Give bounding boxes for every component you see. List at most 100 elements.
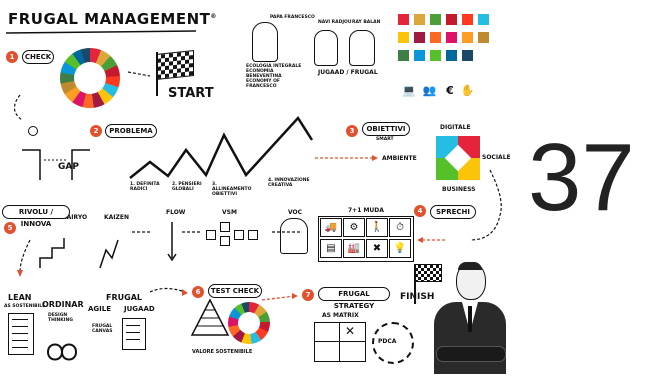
start-label: START [168, 86, 214, 101]
pyramid-icon [192, 300, 228, 336]
step-1-badge: 1 [6, 51, 18, 63]
sdg-tile [478, 14, 489, 25]
voc-figures [280, 218, 308, 254]
muda-grid: 🚚 ⚙ 🚶 ⏱ ▤ 🏭 ✖ 💡 [318, 216, 414, 262]
obiettivi-pill: OBIETTIVI [362, 122, 410, 136]
sdg-tile [398, 32, 409, 43]
sdg-wheel-small-icon [228, 302, 270, 344]
sdg-tile [398, 14, 409, 25]
kaizen-label: KAIZEN [104, 214, 129, 221]
test-check-pill: TEST CHECK [208, 284, 262, 298]
hand-icon: ✋ [460, 84, 475, 97]
bulb-icon: 💡 [389, 239, 411, 258]
flow-label: FLOW [166, 209, 186, 216]
cross-mark-icon: ✕ [345, 324, 356, 338]
sdg-tile [414, 32, 425, 43]
people-icon: 👥 [422, 84, 437, 97]
sdg-tile [430, 50, 441, 61]
muda-label: 7+1 MUDA [348, 207, 384, 214]
person3-label: RAY BALAN [352, 20, 381, 25]
finish-label: FINISH [400, 292, 435, 302]
page-title: FRUGAL MANAGEMENT® [8, 10, 217, 28]
cycle-icon [372, 322, 414, 364]
mountain-label-2: 2. PENSIERI GLOBALI [172, 182, 202, 192]
ambiente-label: AMBIENTE [382, 155, 417, 162]
sdg-tile [398, 50, 409, 61]
sdg-tile [462, 50, 473, 61]
portrait-3 [349, 30, 375, 66]
sdg-tile [462, 32, 473, 43]
portrait-1 [252, 22, 278, 62]
sdg-grid [398, 14, 494, 72]
canvas-sheet-icon [122, 318, 146, 350]
person2-label: NAVI RADJOU [318, 20, 352, 25]
checkered-flag-icon [156, 50, 194, 80]
problema-pill: PROBLEMA [105, 124, 157, 138]
person1-label: PAPA FRANCESCO [270, 15, 315, 20]
frugal-label: FRUGAL [106, 293, 142, 302]
laptop-icon: 💻 [402, 84, 416, 97]
sdg-tile [430, 32, 441, 43]
valore-label: VALORE SOSTENIBILE [192, 349, 253, 355]
wheel-icon [60, 48, 120, 108]
ordinar-label: ORDINAR [42, 300, 84, 309]
euro-icon: € [446, 84, 454, 97]
infinity-icon [48, 342, 76, 362]
lean-sub-label: AS SOSTENIBILE [4, 304, 46, 309]
lean-document-icon [8, 313, 34, 355]
lean-label: LEAN [8, 293, 32, 302]
portrait-2 [314, 30, 338, 66]
walk-icon: 🚶 [366, 218, 388, 237]
factory-icon: 🏭 [343, 239, 365, 258]
climber-figure [28, 126, 38, 136]
sdg-tile [478, 32, 489, 43]
step-4-badge: 4 [414, 205, 426, 217]
vsm-diagram [206, 220, 262, 250]
check-pill: CHECK [22, 50, 54, 64]
clock-icon: ⏱ [389, 218, 411, 237]
businessman-figure [430, 260, 510, 374]
sdg-tile [446, 32, 457, 43]
step-2-badge: 2 [90, 125, 102, 137]
truck-icon: 🚚 [320, 218, 342, 237]
step-7-badge: 7 [302, 289, 314, 301]
vsm-label: VSM [222, 209, 237, 216]
voc-label: VOC [288, 209, 303, 216]
step-6-badge: 6 [192, 286, 204, 298]
business-label: BUSINESS [442, 186, 476, 193]
mountain-label-1: 1. DEFINITA RADICI [130, 182, 160, 192]
defect-icon: ✖ [366, 239, 388, 258]
step-5-badge: 5 [4, 222, 16, 234]
design-thinking-label: DESIGN THINKING [48, 313, 73, 323]
sdg-tile [446, 50, 457, 61]
rivoluzioni-pill: RIVOLU / INNOVA [2, 205, 70, 228]
frugal-canvas-label: FRUGAL CANVAS [92, 324, 113, 334]
as-matrix-grid: ✕ [314, 322, 366, 362]
obiettivi-sub: SMART [376, 137, 394, 142]
step-3-badge: 3 [346, 125, 358, 137]
stack-icon: ▤ [320, 239, 342, 258]
frugal-strategy-pill: FRUGAL STRATEGY [318, 287, 390, 310]
gap-label: GAP [58, 162, 79, 172]
finish-flag-pole [414, 264, 416, 304]
mountain-label-4: 4. INNOVAZIONE CREATIVA [268, 178, 310, 188]
sdg-tile [414, 50, 425, 61]
flag-pole [156, 52, 158, 96]
sdg-tile [446, 14, 457, 25]
portraits-panel: PAPA FRANCESCO NAVI RADJOU RAY BALAN ECO… [244, 14, 384, 89]
jugaad-label: JUGAAD [124, 305, 155, 313]
kairyo-label: KAIRYO [62, 214, 88, 221]
mountain-label-3: 3. ALLINEAMENTO OBIETTIVI [212, 182, 252, 197]
agile-label: AGILE [88, 305, 112, 313]
cogs-icon: ⚙ [343, 218, 365, 237]
sociale-label: SOCIALE [482, 154, 511, 161]
sdg-tile [430, 14, 441, 25]
sdg-tile [414, 14, 425, 25]
sdg-tile [462, 14, 473, 25]
sprechi-pill: SPRECHI [430, 205, 476, 219]
icon-row: 💻 👥 € ✋ [402, 84, 474, 97]
page-number: 37 [528, 124, 635, 231]
digitale-label: DIGITALE [440, 124, 471, 131]
jugaad-frugal-label: JUGAAD / FRUGAL [318, 69, 378, 76]
